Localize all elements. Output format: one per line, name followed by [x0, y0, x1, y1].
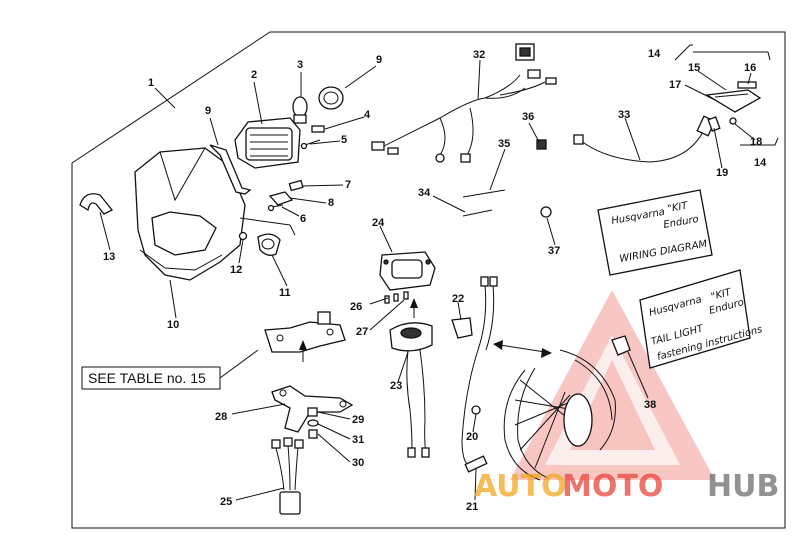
clip-37	[540, 206, 552, 218]
callout-8: 8	[328, 197, 334, 209]
screw-18	[729, 117, 737, 125]
callout-13: 13	[103, 251, 115, 263]
spacers-26	[384, 291, 409, 304]
tail-light	[705, 81, 762, 113]
callout-14-bottom: 14	[754, 157, 767, 169]
callout-19: 19	[716, 167, 728, 179]
bracket-8	[268, 191, 294, 206]
arrow-up-1	[410, 298, 418, 308]
headlight-unit	[234, 117, 301, 169]
callout-16: 16	[744, 62, 756, 74]
instrument-cover-24	[379, 251, 436, 291]
table-ref-label: SEE TABLE no. 15	[88, 370, 206, 386]
washer-31	[307, 419, 319, 427]
speed-sensor-cable-21	[461, 276, 498, 473]
card-wiring-diagram: Husqvarna "KIT Enduro WIRING DIAGRAM	[597, 189, 713, 276]
headlight-seal	[209, 144, 252, 195]
cable-tie-34	[462, 209, 493, 217]
leader-lines	[99, 59, 756, 501]
callout-38: 38	[644, 399, 656, 411]
clamp-22	[451, 317, 473, 339]
nut-29	[307, 407, 318, 417]
callout-7: 7	[345, 179, 351, 191]
cable-tie-35	[462, 189, 506, 198]
odometer-23	[389, 322, 433, 458]
screw-5	[300, 139, 321, 150]
clamp-11	[257, 233, 281, 256]
callout-18: 18	[750, 136, 762, 148]
callout-33: 33	[618, 109, 630, 121]
frame-outline	[71, 31, 786, 529]
connector-7	[288, 179, 304, 192]
callout-6: 6	[300, 213, 306, 225]
callout-15: 15	[688, 62, 700, 74]
card-wiring-kit1: "KIT	[667, 200, 690, 214]
arrow-up-2	[299, 340, 307, 350]
callout-17: 17	[669, 79, 681, 91]
sensor-screw-20	[471, 405, 481, 415]
card-tail-kit1: "KIT	[710, 287, 733, 303]
screw-6	[267, 204, 284, 212]
screw-30	[308, 429, 318, 439]
table-ref-box: SEE TABLE no. 15	[81, 349, 259, 390]
watermark-moto: MOTO	[562, 469, 663, 504]
clip-36	[536, 139, 547, 150]
parking-bulb	[311, 125, 325, 133]
wiring-harness	[371, 43, 557, 163]
watermark-hub: HUB	[707, 469, 779, 504]
callout-36: 36	[522, 111, 534, 123]
callout-32: 32	[473, 49, 485, 61]
watermark-text: AUTO MOTO HUB	[474, 469, 779, 504]
card-tail-light: Husqvarna "KIT Enduro TAIL LIGHT fasteni…	[639, 269, 764, 369]
callout-23: 23	[390, 380, 402, 392]
callout-27: 27	[356, 326, 368, 338]
callout-20: 20	[466, 431, 478, 443]
callout-2: 2	[251, 69, 257, 81]
callout-9-left: 9	[205, 105, 211, 117]
callout-29: 29	[352, 414, 364, 426]
watermark-auto: AUTO	[474, 469, 567, 504]
callout-12: 12	[230, 264, 242, 276]
bolt-19	[707, 116, 721, 132]
callout-37: 37	[548, 245, 560, 257]
callout-21: 21	[466, 501, 478, 513]
callout-28: 28	[215, 411, 227, 423]
callout-24: 24	[372, 217, 385, 229]
callout-22: 22	[452, 293, 464, 305]
front-wheel	[503, 349, 616, 481]
callout-34: 34	[418, 187, 431, 199]
callout-3: 3	[297, 59, 303, 71]
callout-11: 11	[279, 287, 291, 299]
cable-33	[573, 115, 716, 163]
callout-31: 31	[352, 434, 364, 446]
callout-25: 25	[220, 496, 232, 508]
callout-numbers: 1 2 3 9 4 5 9 7 8 6 13 12 11 10 32 36 35…	[103, 48, 767, 513]
bulb-socket	[318, 86, 344, 110]
clip-13	[79, 193, 114, 215]
screw-12	[238, 231, 248, 241]
callout-35: 35	[498, 138, 510, 150]
callout-26: 26	[350, 301, 362, 313]
sensor-bracket-38	[574, 335, 631, 421]
double-arrow	[493, 340, 552, 358]
callout-9-top: 9	[376, 54, 382, 66]
bracket-15	[264, 311, 346, 353]
bulb	[292, 96, 308, 124]
headlight-mask	[134, 147, 246, 281]
callout-10: 10	[167, 319, 179, 331]
callout-4: 4	[364, 109, 371, 121]
callout-14-top: 14	[648, 48, 661, 60]
callout-30: 30	[352, 457, 364, 469]
callout-1: 1	[148, 77, 154, 89]
callout-5: 5	[341, 134, 347, 146]
harness-25	[271, 437, 304, 515]
